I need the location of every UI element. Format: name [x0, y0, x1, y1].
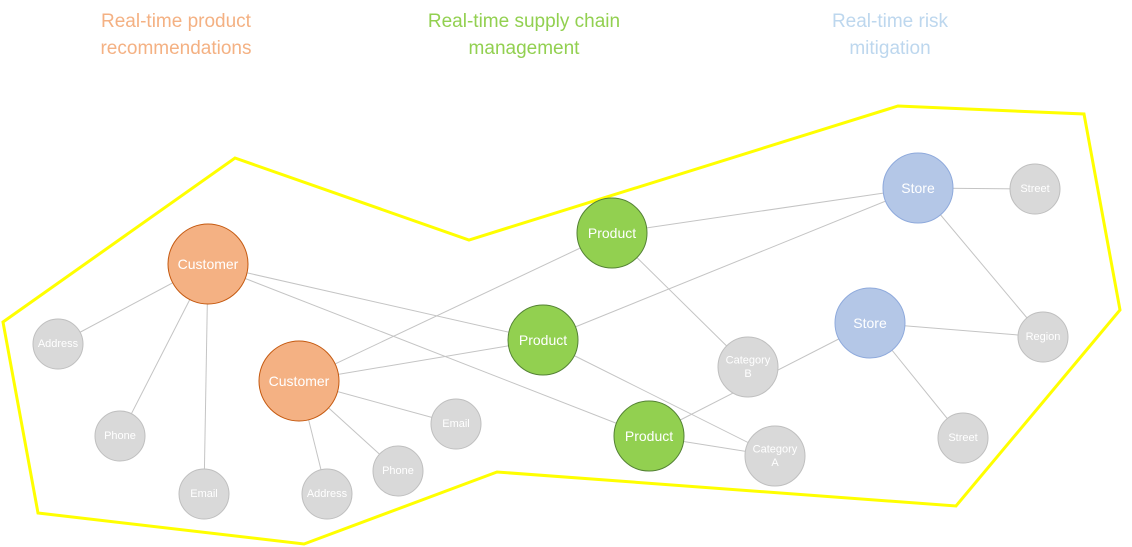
node-product1-circle	[576, 197, 648, 269]
node-customer2: Customer	[258, 340, 340, 422]
node-categoryB-circle	[717, 336, 779, 398]
node-address1: Address	[32, 318, 84, 370]
node-street2: Street	[937, 412, 989, 464]
edge-product2-categoryA	[542, 339, 776, 457]
node-region: Region	[1017, 311, 1069, 363]
heading-recommendations: Real-time product recommendations	[76, 8, 276, 62]
node-address1-label: Address	[38, 338, 79, 350]
node-phone2-circle	[372, 445, 424, 497]
node-product2: Product	[507, 304, 579, 376]
node-store1-circle	[882, 152, 954, 224]
node-product3-label: Product	[625, 428, 673, 444]
node-address2-label: Address	[307, 488, 348, 500]
node-street1: Street	[1009, 163, 1061, 215]
node-phone2-label: Phone	[382, 465, 414, 477]
node-region-label: Region	[1026, 331, 1061, 343]
edge-product2-store1	[542, 187, 919, 341]
node-address2: Address	[301, 468, 353, 520]
graph-boundary	[1, 104, 1122, 546]
node-customer1: Customer	[167, 223, 249, 305]
heading-risk-line1: Real-time risk	[831, 11, 949, 32]
node-product1: Product	[576, 197, 648, 269]
node-store1: Store	[882, 152, 954, 224]
node-address1-circle	[32, 318, 84, 370]
node-customer1-circle	[167, 223, 249, 305]
edge-customer2-product1	[298, 232, 613, 382]
node-product1-label: Product	[588, 225, 636, 241]
node-email1: Email	[178, 468, 230, 520]
node-street2-circle	[937, 412, 989, 464]
heading-recommendations-line2: recommendations	[100, 38, 252, 59]
edge-customer1-product3	[207, 263, 650, 437]
node-customer1-label: Customer	[178, 256, 239, 272]
node-store2-label: Store	[853, 315, 887, 331]
node-product2-circle	[507, 304, 579, 376]
edge-customer2-product2	[298, 339, 544, 382]
node-email2-circle	[430, 398, 482, 450]
node-store2: Store	[834, 287, 906, 359]
node-product2-label: Product	[519, 332, 567, 348]
heading-risk-line2: mitigation	[849, 38, 931, 59]
node-product3-circle	[613, 400, 685, 472]
node-phone2: Phone	[372, 445, 424, 497]
node-customer2-circle	[258, 340, 340, 422]
node-address2-circle	[301, 468, 353, 520]
node-phone1-label: Phone	[104, 430, 136, 442]
heading-recommendations-line1: Real-time product	[101, 11, 251, 32]
heading-supply-chain-line1: Real-time supply chain	[427, 11, 621, 32]
heading-supply-chain: Real-time supply chain management	[409, 8, 639, 62]
node-product3: Product	[613, 400, 685, 472]
node-street1-label: Street	[1020, 183, 1049, 195]
heading-risk: Real-time risk mitigation	[790, 8, 990, 62]
node-email1-circle	[178, 468, 230, 520]
node-street2-label: Street	[948, 432, 977, 444]
node-customer2-label: Customer	[269, 373, 330, 389]
node-store2-circle	[834, 287, 906, 359]
node-region-circle	[1017, 311, 1069, 363]
node-email1-label: Email	[190, 488, 218, 500]
node-phone1-circle	[94, 410, 146, 462]
edge-customer1-product2	[207, 263, 544, 341]
node-email2: Email	[430, 398, 482, 450]
node-street1-circle	[1009, 163, 1061, 215]
node-store1-label: Store	[901, 180, 935, 196]
node-email2-label: Email	[442, 418, 470, 430]
node-categoryA-circle	[744, 425, 806, 487]
heading-supply-chain-line2: management	[468, 38, 580, 59]
node-phone1: Phone	[94, 410, 146, 462]
edge-product1-store1	[611, 187, 919, 234]
